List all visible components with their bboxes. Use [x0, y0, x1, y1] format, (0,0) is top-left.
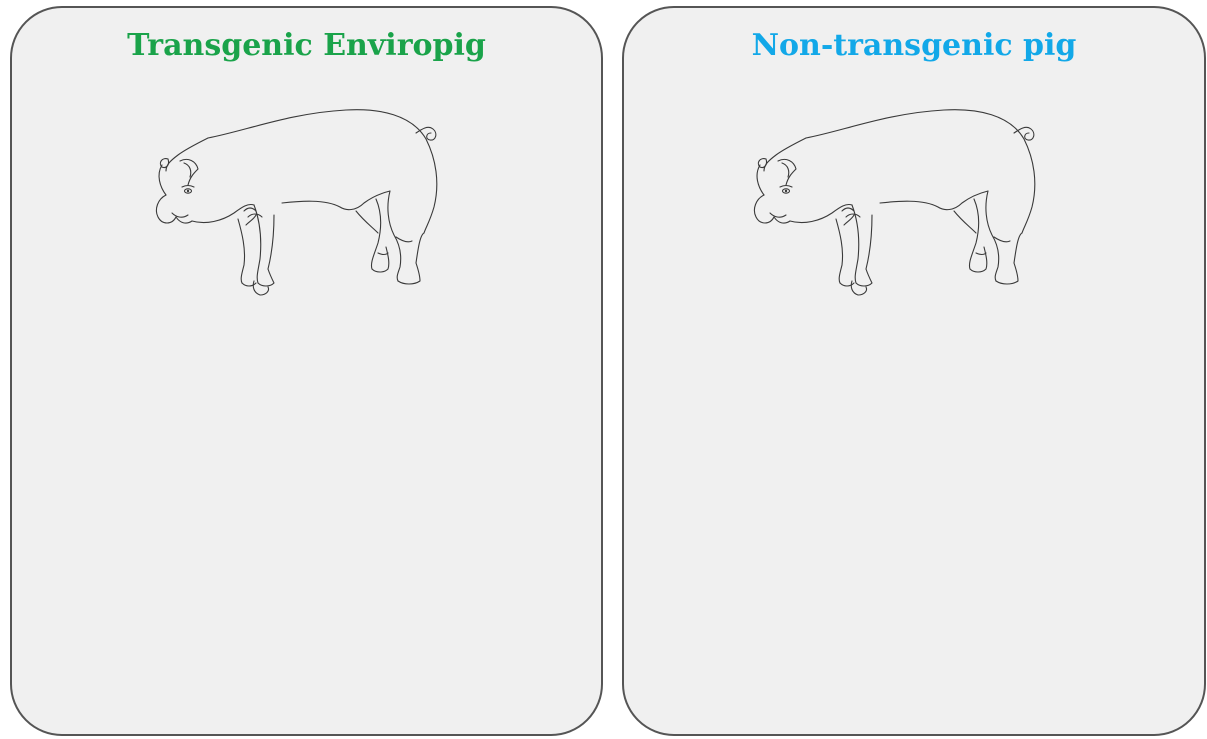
pig-outline-icon	[748, 103, 1048, 303]
pig-outline-icon	[150, 103, 450, 303]
panel-title: Transgenic Enviropig	[12, 28, 601, 64]
panel-transgenic-enviropig: Transgenic Enviropig	[10, 6, 603, 736]
panel-title: Non-transgenic pig	[624, 28, 1204, 64]
panel-non-transgenic-pig: Non-transgenic pig	[622, 6, 1206, 736]
